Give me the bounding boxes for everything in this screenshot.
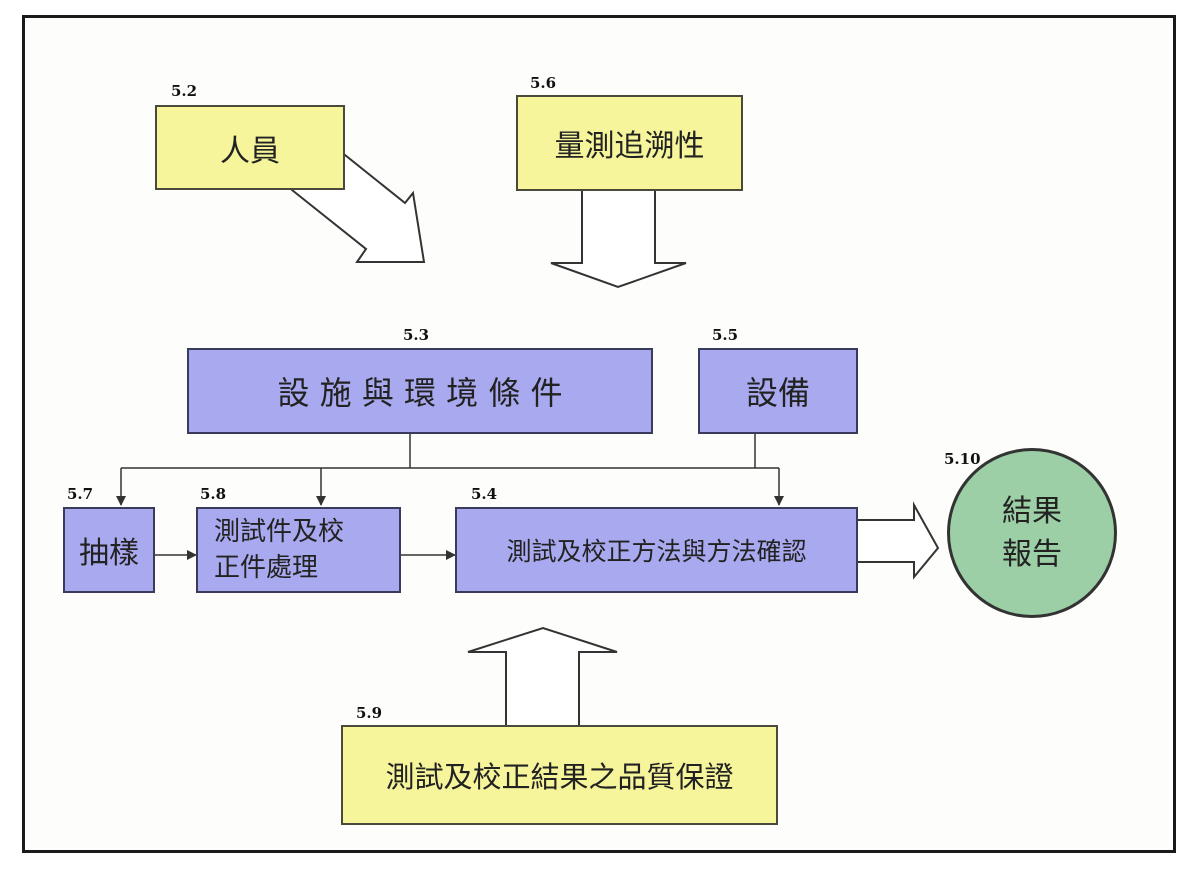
hollow-arrow-report bbox=[858, 501, 940, 580]
node-number-facilities: 5.3 bbox=[403, 326, 430, 344]
node-label-handling-line1: 測試件及校 bbox=[214, 516, 345, 547]
node-label-traceability: 量測追溯性 bbox=[554, 129, 705, 164]
node-label-personnel: 人員 bbox=[220, 133, 280, 169]
node-number-personnel: 5.2 bbox=[171, 82, 198, 100]
node-label-facilities: 設 施 與 環 境 條 件 bbox=[277, 374, 563, 412]
node-methods: 測試及校正方法與方法確認 bbox=[455, 507, 858, 593]
node-report: 結果 報告 bbox=[947, 448, 1117, 618]
node-number-handling: 5.8 bbox=[200, 485, 227, 503]
node-personnel: 人員 bbox=[155, 105, 345, 190]
node-qa: 測試及校正結果之品質保證 bbox=[341, 725, 778, 825]
distribution-lines bbox=[116, 434, 784, 506]
node-sampling: 抽樣 bbox=[63, 507, 155, 593]
node-traceability: 量測追溯性 bbox=[516, 95, 743, 191]
hollow-arrow-traceability bbox=[550, 190, 687, 289]
node-equipment: 設備 bbox=[698, 348, 858, 434]
node-number-traceability: 5.6 bbox=[530, 74, 557, 92]
node-number-equipment: 5.5 bbox=[712, 326, 739, 344]
node-label-methods: 測試及校正方法與方法確認 bbox=[506, 537, 807, 566]
node-number-report: 5.10 bbox=[944, 450, 981, 468]
node-number-methods: 5.4 bbox=[471, 485, 498, 503]
node-handling: 測試件及校 正件處理 bbox=[196, 507, 401, 593]
node-label-qa: 測試及校正結果之品質保證 bbox=[385, 760, 734, 794]
node-label-equipment: 設備 bbox=[745, 374, 810, 412]
node-label-sampling: 抽樣 bbox=[79, 536, 139, 571]
node-number-sampling: 5.7 bbox=[67, 485, 94, 503]
hollow-arrow-qa bbox=[467, 626, 618, 725]
node-number-qa: 5.9 bbox=[356, 704, 383, 722]
node-label-handling-line2: 正件處理 bbox=[214, 553, 319, 583]
node-label-report-line1: 結果 bbox=[1002, 493, 1062, 529]
node-label-report-line2: 報告 bbox=[1002, 537, 1062, 572]
node-facilities: 設 施 與 環 境 條 件 bbox=[187, 348, 653, 434]
